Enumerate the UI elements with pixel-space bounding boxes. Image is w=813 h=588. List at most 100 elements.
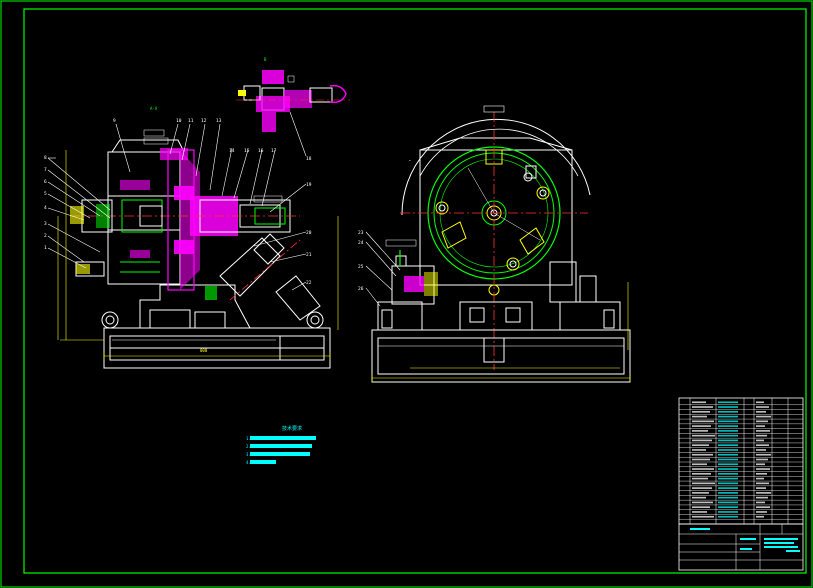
table-cell-mark <box>692 511 707 513</box>
table-cell-mark <box>692 482 715 485</box>
item-number: 23 <box>358 230 364 236</box>
table-cell-mark <box>756 468 770 470</box>
table-cell-mark <box>692 453 713 456</box>
table-cell-mark <box>718 449 738 451</box>
table-cell-mark <box>692 492 709 494</box>
left-item-number-labels: 1 2 3 4 5 6 7 8 9 10 11 12 13 14 15 16 1… <box>44 118 312 286</box>
table-cell-mark <box>692 439 712 442</box>
table-cell-mark <box>718 401 738 404</box>
table-cell-mark <box>756 439 764 442</box>
table-cell-mark <box>692 430 708 432</box>
table-cell-mark <box>718 463 738 466</box>
table-cell-mark <box>692 501 713 504</box>
note-line: 3. <box>246 452 251 457</box>
table-cell-mark <box>692 415 707 418</box>
item-number: 9 <box>113 118 116 124</box>
item-number: 17 <box>271 148 277 154</box>
table-cell-mark <box>692 458 710 461</box>
left-view-label: A-A <box>150 106 158 111</box>
notes-title: 技术要求 <box>282 425 302 432</box>
table-cell-mark <box>756 472 767 475</box>
table-cell-mark <box>756 492 771 494</box>
item-number: 11 <box>188 118 194 124</box>
item-number: 14 <box>229 148 235 154</box>
table-cell-mark <box>692 477 708 480</box>
item-number: 25 <box>358 264 364 270</box>
table-cell-mark <box>756 401 764 404</box>
right-front-view: - <box>365 105 631 383</box>
item-number: 22 <box>306 280 312 286</box>
table-cell-mark <box>718 487 738 489</box>
table-cell-mark <box>692 496 706 499</box>
item-number: 13 <box>216 118 222 124</box>
item-number: 8 <box>44 155 47 161</box>
table-cell-mark <box>718 496 738 499</box>
table-cell-mark <box>756 406 769 408</box>
table-cell-mark <box>692 506 710 509</box>
table-cell-mark <box>692 401 706 404</box>
item-number: 20 <box>306 230 312 236</box>
svg-text:-: - <box>408 157 412 164</box>
inner-frame <box>23 8 807 574</box>
item-number: 15 <box>244 148 250 154</box>
table-cell-mark <box>756 425 765 427</box>
table-cell-mark <box>692 410 710 413</box>
item-number: 2 <box>44 233 47 239</box>
item-number: 24 <box>358 240 364 246</box>
table-cell-mark <box>756 506 770 509</box>
table-cell-mark <box>718 482 738 485</box>
table-cell-mark <box>692 487 712 489</box>
table-cell-mark <box>718 434 738 437</box>
table-cell-mark <box>692 472 711 475</box>
item-number: 7 <box>44 167 47 173</box>
item-number: 4 <box>44 205 47 211</box>
table-cell-mark <box>756 415 771 418</box>
table-cell-mark <box>692 515 714 518</box>
table-cell-mark <box>756 410 766 413</box>
table-cell-mark <box>718 420 738 423</box>
technical-notes: 技术要求 1. 2. 3. 4. <box>246 425 316 465</box>
table-cell-mark <box>756 444 769 447</box>
table-cell-mark <box>718 430 738 432</box>
table-cell-mark <box>718 492 738 494</box>
title-block <box>678 523 804 571</box>
right-item-number-labels: 23 24 25 26 <box>358 230 364 292</box>
table-cell-mark <box>692 425 711 427</box>
table-cell-mark <box>718 425 738 427</box>
table-cell-mark <box>756 453 771 456</box>
table-cell-mark <box>756 482 769 485</box>
detail-b-view <box>236 70 350 157</box>
item-number: 10 <box>176 118 182 124</box>
table-cell-mark <box>718 477 738 480</box>
table-cell-mark <box>718 515 738 518</box>
note-line: 1. <box>246 436 251 441</box>
item-number: 16 <box>258 148 264 154</box>
parts-list-table <box>678 397 804 525</box>
left-section-view: 000 <box>47 123 339 369</box>
table-cell-mark <box>692 406 713 408</box>
item-number: 26 <box>358 286 364 292</box>
table-cell-mark <box>756 487 766 489</box>
item-number: 19 <box>306 182 312 188</box>
table-cell-mark <box>718 453 738 456</box>
table-cell-mark <box>692 463 707 466</box>
table-cell-mark <box>756 496 768 499</box>
item-number: 3 <box>44 221 47 227</box>
table-cell-mark <box>718 439 738 442</box>
table-cell-mark <box>718 444 738 447</box>
table-cell-mark <box>692 420 714 423</box>
table-cell-mark <box>718 501 738 504</box>
table-cell-mark <box>692 434 715 437</box>
table-cell-mark <box>756 434 767 437</box>
table-cell-mark <box>718 415 738 418</box>
item-number: 1 <box>44 245 47 251</box>
note-line: 4. <box>246 460 251 465</box>
table-cell-mark <box>756 420 768 423</box>
table-cell-mark <box>756 463 765 466</box>
table-cell-mark <box>756 511 767 513</box>
table-cell-mark <box>718 406 738 408</box>
table-cell-mark <box>718 506 738 509</box>
table-cell-mark <box>718 472 738 475</box>
